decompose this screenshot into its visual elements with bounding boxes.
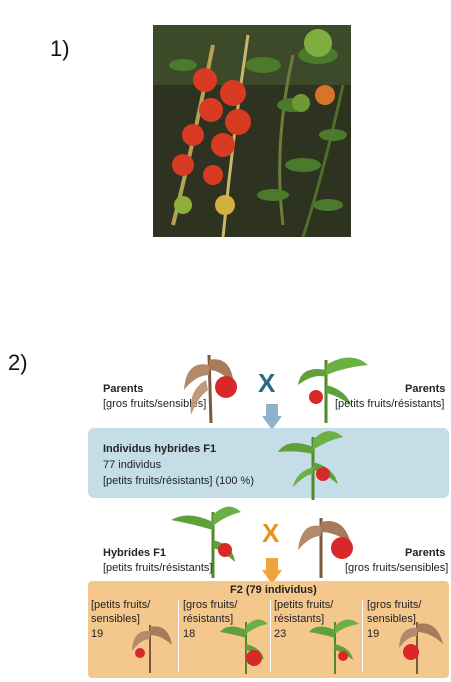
parents-left-phenotype: [gros fruits/sensibles] bbox=[103, 398, 207, 410]
f2-title: F2 (79 individus) bbox=[230, 584, 317, 596]
arrow-down-icon-orange bbox=[262, 558, 282, 584]
cross-symbol-bottom: X bbox=[262, 518, 280, 548]
label-one: 1) bbox=[50, 36, 70, 61]
f1-phenotype: [petits fruits/résistants] (100 %) bbox=[103, 475, 254, 487]
f1-title: Individus hybrides F1 bbox=[103, 443, 217, 455]
wilted-parent-plant-icon bbox=[298, 518, 353, 578]
f2-wilted-plant-icon bbox=[132, 625, 172, 673]
f2-group-count: 23 bbox=[274, 628, 287, 640]
tomato-plant-photo bbox=[153, 25, 351, 237]
f2-group-count: 19 bbox=[367, 628, 380, 640]
healthy-plant-icon bbox=[298, 357, 368, 423]
f2-healthy-plant-icon bbox=[220, 619, 268, 674]
f1-plant-icon bbox=[278, 431, 343, 500]
f2-group-line2: sensibles] bbox=[91, 613, 140, 625]
arrow-down-icon bbox=[262, 404, 282, 430]
hybrids-left-phenotype: [petits fruits/résistants] bbox=[103, 562, 213, 574]
f2-divider bbox=[362, 600, 363, 672]
f2-group-count: 18 bbox=[183, 628, 196, 640]
cross-symbol-top: X bbox=[258, 368, 276, 398]
f2-box bbox=[88, 581, 449, 678]
f1-count: 77 individus bbox=[103, 459, 162, 471]
f1-box bbox=[88, 428, 449, 498]
f2-divider bbox=[270, 600, 271, 672]
wilted-plant-icon bbox=[184, 354, 237, 424]
f2-group-line2: résistants] bbox=[274, 613, 325, 625]
f2-healthy-plant-icon bbox=[309, 619, 359, 674]
f2-group-line1: [petits fruits/ bbox=[274, 599, 334, 611]
f2-group-line1: [petits fruits/ bbox=[91, 599, 151, 611]
parents-right2-title: Parents bbox=[405, 547, 446, 559]
f2-group-line1: [gros fruits/ bbox=[183, 599, 238, 611]
f2-divider bbox=[178, 600, 179, 672]
parents-right-title: Parents bbox=[405, 383, 446, 395]
f2-wilted-plant-icon bbox=[399, 622, 443, 674]
hybrid-plant-icon bbox=[171, 506, 241, 578]
f2-group-count: 19 bbox=[91, 628, 104, 640]
hybrids-left-title: Hybrides F1 bbox=[103, 547, 166, 559]
parents-right-phenotype: [petits fruits/résistants] bbox=[335, 398, 445, 410]
f2-group-line1: [gros fruits/ bbox=[367, 599, 422, 611]
label-two: 2) bbox=[8, 350, 28, 375]
f2-group-line2: sensibles] bbox=[367, 613, 416, 625]
parents-right2-phenotype: [gros fruits/sensibles] bbox=[345, 562, 449, 574]
parents-left-title: Parents bbox=[103, 383, 144, 395]
f2-group-line2: résistants] bbox=[183, 613, 234, 625]
